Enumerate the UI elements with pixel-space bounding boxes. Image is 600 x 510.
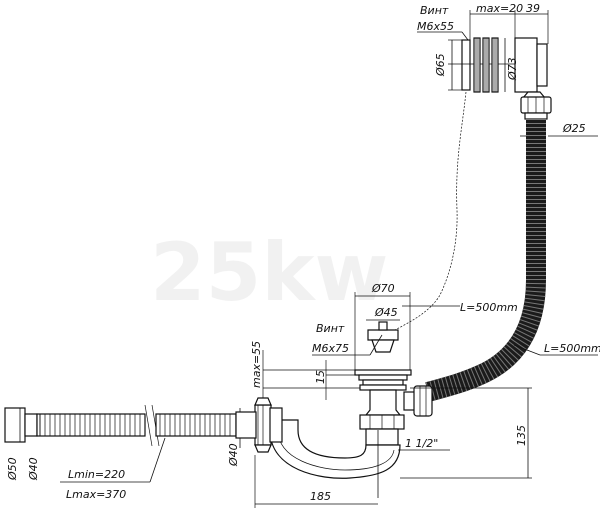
drain-hose [4,404,257,447]
d65-label: Ø65 [434,53,447,77]
drain-plug: Ø70 Ø45 [354,282,433,446]
dim15-label: 15 [314,370,327,384]
screw-mid-size: M6x75 [312,342,349,355]
thread-label: 1 1/2" [405,437,438,450]
dim135-label: 135 [515,425,528,446]
dim185-label: 185 [310,490,331,503]
d73-label: Ø73 [506,57,519,81]
lmin-label: Lmin=220 [68,468,125,481]
screw-top-size: M6x55 [417,20,454,33]
d50-label: Ø50 [6,457,19,481]
dim135: 135 [400,387,532,479]
top-dimensions: Винт M6x55 max=20 39 Ø65 Ø73 [417,2,549,92]
max55-label: max=55 [250,341,263,388]
d70-label: Ø70 [371,282,395,295]
d40-left-label: Ø40 [27,457,40,481]
u-trap [254,397,401,479]
chain-length-label: L=500mm [460,301,518,314]
max-top-label: max=20 [476,2,523,15]
overflow-cap [461,39,471,91]
d25-dimension: Ø25 [520,122,598,137]
overflow-hose [425,96,552,402]
d25-label: Ø25 [562,122,586,135]
dim-39-label: 39 [526,2,540,15]
watermark: 25kw [150,226,388,319]
dim185: 185 [254,455,378,508]
d45-label: Ø45 [374,306,398,319]
chain [394,91,467,331]
hose-length-label: L=500mm [544,342,600,355]
overflow-assembly [448,37,548,99]
d40-right-label: Ø40 [227,443,240,467]
screw-mid-title: Винт [316,322,345,335]
screw-top-title: Винт [420,4,449,17]
max55-dimension: max=55 [250,341,360,400]
lmax-label: Lmax=370 [66,488,126,501]
